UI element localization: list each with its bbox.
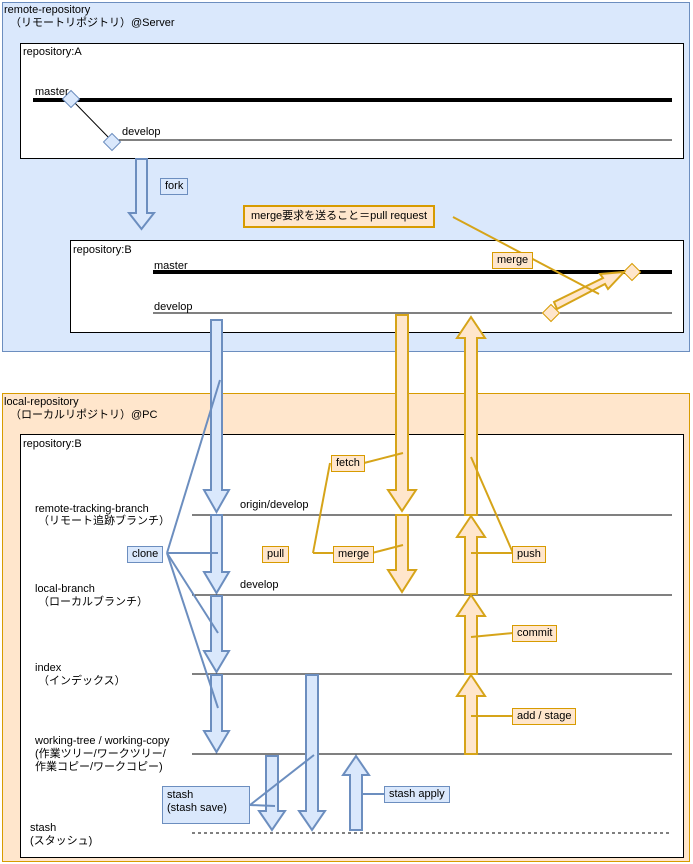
repo-b-master-label: master	[154, 260, 188, 272]
stash-apply-arrow	[341, 754, 371, 831]
commit-arrow	[455, 593, 487, 675]
stash-save-connector-2	[249, 804, 276, 807]
stash-save-tag-line1: stash	[167, 789, 194, 801]
pull-tag: pull	[262, 546, 290, 563]
clone-arrow-3	[202, 595, 231, 674]
repo-a-develop-commit-diamond	[102, 132, 122, 152]
origin-develop-label: origin/develop	[240, 499, 309, 511]
remote-region-title: remote-repository	[4, 4, 91, 16]
remote-tracking-level-sublabel: （リモート追跡ブランチ）	[38, 515, 170, 527]
repo-b-master-commit-diamond	[622, 262, 642, 282]
merge-tag: merge	[333, 546, 375, 563]
add-stage-arrow	[455, 673, 487, 755]
repo-b-develop-commit-diamond	[541, 303, 561, 323]
stash-save-tag: stash (stash save)	[162, 786, 250, 824]
repo-a-develop-label: develop	[122, 126, 161, 138]
pull-request-merge-arrow	[552, 270, 627, 311]
merge-pull-request-tag: merge	[492, 252, 534, 269]
repo-a-branch-connector	[71, 99, 113, 142]
fetch-tag: fetch	[331, 455, 365, 472]
clone-tag: clone	[127, 546, 164, 563]
local-region-subtitle: （ローカルリポジトリ）@PC	[10, 409, 158, 421]
push-arrow-remote	[455, 315, 487, 516]
repository-a-title: repository:A	[23, 46, 82, 58]
repo-b-develop-label: develop	[154, 301, 193, 313]
working-tree-level-label: working-tree / working-copy	[35, 735, 170, 747]
clone-arrow-4	[202, 674, 231, 754]
push-tag: push	[512, 546, 546, 563]
remote-region-subtitle: （リモートリポジトリ）@Server	[10, 17, 175, 29]
stash-save-tag-line2: (stash save)	[167, 802, 227, 814]
fork-arrow	[126, 158, 157, 231]
clone-connectors	[166, 379, 221, 709]
pull-request-tag: merge要求を送ること＝pull request	[243, 205, 436, 228]
clone-arrow-1	[202, 319, 231, 515]
stash-level-label: stash	[30, 822, 57, 834]
stash-save-arrow-2	[297, 674, 327, 832]
local-region-title: local-repository	[4, 396, 79, 408]
index-level-sublabel: （インデックス）	[38, 675, 126, 687]
repository-b-remote-title: repository:B	[73, 244, 132, 256]
working-tree-level-sublabel-1: (作業ツリー/ワークツリー/	[35, 748, 166, 760]
push-arrow-local	[455, 514, 487, 595]
stash-apply-tag: stash apply	[384, 786, 450, 803]
stash-level-sublabel: (スタッシュ)	[30, 835, 93, 847]
local-develop-label: develop	[240, 579, 279, 591]
working-tree-level-sublabel-2: 作業コピー/ワークコピー)	[35, 761, 163, 773]
stash-save-connector-1	[249, 754, 315, 806]
local-branch-level-sublabel: （ローカルブランチ）	[38, 596, 148, 608]
index-level-label: index	[35, 662, 62, 674]
fork-tag: fork	[160, 178, 189, 195]
add-stage-tag: add / stage	[512, 708, 577, 725]
local-branch-level-label: local-branch	[35, 583, 95, 595]
repository-b-remote-box	[70, 240, 684, 333]
repo-a-master-label: master	[35, 86, 69, 98]
remote-tracking-level-label: remote-tracking-branch	[35, 503, 149, 515]
merge-local-arrow	[386, 514, 418, 594]
repository-b-local-title: repository:B	[23, 438, 82, 450]
repo-a-master-commit-diamond	[61, 89, 81, 109]
stash-save-arrow-1	[257, 755, 287, 832]
fetch-arrow	[386, 314, 418, 513]
commit-tag: commit	[512, 625, 558, 642]
